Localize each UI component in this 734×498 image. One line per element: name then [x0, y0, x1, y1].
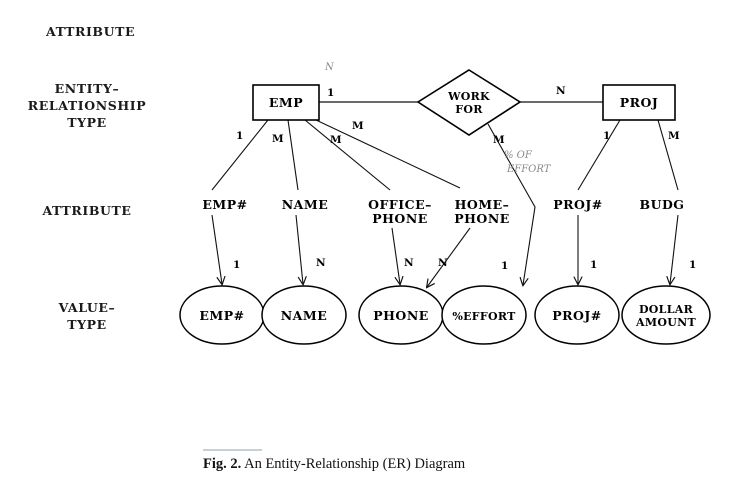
caption-figure-title: An Entity-Relationship (ER) Diagram: [244, 456, 466, 472]
cardinality-emp-homephone: M: [352, 120, 364, 132]
entity-proj[interactable]: PROJ: [602, 84, 676, 121]
link-workfor-effort: [487, 123, 536, 285]
link-emp-officephone: [304, 119, 391, 191]
value-type-effort[interactable]: %EFFORT: [441, 285, 527, 345]
value-type-dollar-amount-oval[interactable]: [621, 285, 711, 345]
attribute-name-line-1: NAME: [282, 197, 329, 212]
attribute-home-phone-line-1: HOME–: [455, 197, 510, 212]
link-homephone-vt: [427, 227, 471, 287]
cardinality-workfor-proj: N: [556, 85, 566, 97]
link-name-vt: [295, 214, 303, 284]
attribute-budg-line-1: BUDG: [640, 197, 685, 212]
value-type-phone-label: PHONE: [373, 308, 429, 323]
attribute-proj-num-line-1: PROJ#: [553, 197, 603, 212]
attribute-budg[interactable]: BUDG: [640, 197, 685, 212]
cardinality-emp-empnum: 1: [236, 130, 243, 142]
attribute-name[interactable]: NAME: [282, 197, 329, 212]
attribute-office-phone-line-1: OFFICE–: [368, 197, 432, 212]
row-label-attribute-top: ATTRIBUTE: [45, 24, 135, 39]
entity-proj-label: PROJ: [620, 95, 659, 110]
attribute-proj-num[interactable]: PROJ#: [553, 197, 603, 212]
cardinality-workfor-effort: M: [493, 134, 505, 146]
handwritten-pct-of-annotation: % OF: [504, 150, 533, 161]
value-type-name-label: NAME: [281, 308, 328, 323]
attribute-office-phone-line-2: PHONE: [372, 211, 428, 226]
handwritten-n-annotation: N: [324, 62, 335, 73]
value-type-proj-num[interactable]: PROJ#: [534, 285, 620, 345]
link-officephone-vt: [391, 227, 400, 284]
cardinality-emp-officephone: M: [330, 134, 342, 146]
value-type-emp-num-label: EMP#: [199, 308, 244, 323]
value-type-dollar-amount-line-1: DOLLAR: [639, 303, 694, 316]
row-label-attribute-top-line-1: ATTRIBUTE: [45, 24, 135, 39]
cardinality-proj-projnum: 1: [603, 130, 610, 142]
row-label-value-type-line-1: VALUE–: [58, 300, 116, 315]
attribute-home-phone-line-2: PHONE: [454, 211, 510, 226]
link-empnum-vt: [211, 214, 222, 284]
cardinality-name-vt: N: [316, 257, 326, 269]
value-type-dollar-amount-line-2: AMOUNT: [635, 316, 696, 329]
cardinality-effort-vt: 1: [501, 260, 508, 272]
value-type-proj-num-label: PROJ#: [552, 308, 602, 323]
row-label-attribute-mid: ATTRIBUTE: [41, 203, 131, 218]
row-label-ert-line-1: ENTITY–: [55, 81, 120, 96]
value-type-proj-num-oval[interactable]: [534, 285, 620, 345]
value-type-emp-num[interactable]: EMP#: [179, 285, 265, 345]
caption-figure-number: Fig. 2.: [203, 456, 242, 472]
cardinality-emp-name: M: [272, 133, 284, 145]
entity-emp-box[interactable]: [252, 84, 320, 121]
cardinality-emp-workfor: 1: [327, 87, 334, 99]
link-budg-vt: [670, 214, 679, 284]
cardinality-proj-budg: M: [668, 130, 680, 142]
cardinality-officephone-vt: N: [404, 257, 414, 269]
link-emp-homephone: [315, 119, 461, 189]
attribute-emp-num-line-1: EMP#: [202, 197, 247, 212]
value-type-dollar-amount[interactable]: DOLLAR AMOUNT: [621, 285, 711, 345]
link-proj-projnum: [577, 119, 621, 191]
link-emp-empnum: [211, 119, 269, 191]
value-type-effort-oval[interactable]: [441, 285, 527, 345]
row-label-ert-line-2: RELATIONSHIP: [28, 98, 146, 113]
cardinality-projnum-vt: 1: [590, 259, 597, 271]
row-label-value-type-line-2: TYPE: [67, 317, 107, 332]
relationship-work-for-diamond[interactable]: [416, 69, 522, 136]
handwritten-effort-annotation: EFFORT: [506, 164, 552, 175]
relationship-work-for-label-line-2: FOR: [455, 103, 483, 116]
attribute-home-phone[interactable]: HOME– PHONE: [454, 197, 510, 226]
row-label-value-type: VALUE– TYPE: [58, 300, 116, 332]
value-type-name[interactable]: NAME: [261, 285, 347, 345]
cardinality-homephone-vt: N: [438, 257, 448, 269]
row-label-ert-line-3: TYPE: [67, 115, 107, 130]
entity-emp-label: EMP: [269, 95, 303, 110]
figure-caption: Fig. 2. An Entity-Relationship (ER) Diag…: [203, 456, 683, 473]
attribute-emp-num[interactable]: EMP#: [202, 197, 247, 212]
row-label-entity-relationship-type: ENTITY– RELATIONSHIP TYPE: [28, 81, 146, 130]
link-emp-name: [287, 119, 299, 191]
cardinality-budg-vt: 1: [689, 259, 696, 271]
entity-proj-box[interactable]: [602, 84, 676, 121]
value-type-name-oval[interactable]: [261, 285, 347, 345]
relationship-work-for-label-line-1: WORK: [447, 90, 490, 103]
cardinality-empnum-vt: 1: [233, 259, 240, 271]
attribute-office-phone[interactable]: OFFICE– PHONE: [368, 197, 432, 226]
value-type-phone[interactable]: PHONE: [358, 285, 444, 345]
entity-emp[interactable]: EMP: [252, 84, 320, 121]
link-proj-budg: [657, 119, 679, 191]
relationship-work-for[interactable]: WORK FOR: [416, 69, 522, 136]
row-label-attribute-mid-line-1: ATTRIBUTE: [41, 203, 131, 218]
value-type-effort-label: %EFFORT: [452, 310, 516, 323]
